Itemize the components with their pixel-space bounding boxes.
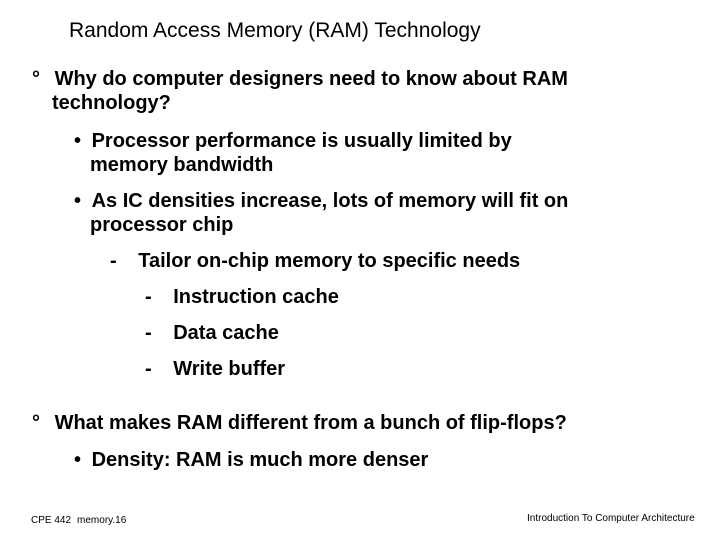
bullet-l1: ° Why do computer designers need to know…	[32, 68, 568, 91]
bullet-l1: ° What makes RAM different from a bunch …	[32, 412, 567, 435]
footer-slide-id: memory.16	[77, 515, 127, 526]
bullet-l1-continuation: technology?	[52, 92, 171, 115]
bullet-text: Instruction cache	[173, 286, 339, 308]
footer-left: CPE 442 memory.16	[31, 515, 126, 526]
dot-bullet-icon: •	[74, 190, 82, 212]
bullet-l3: - Tailor on-chip memory to specific need…	[110, 250, 520, 273]
bullet-text: Write buffer	[173, 358, 286, 380]
bullet-text: Processor performance is usually limited…	[91, 130, 512, 152]
dash-bullet-icon: -	[145, 322, 152, 344]
bullet-text: Data cache	[173, 322, 279, 344]
dot-bullet-icon: •	[74, 130, 82, 152]
bullet-l4: - Data cache	[145, 322, 279, 345]
bullet-l2: • Density: RAM is much more denser	[74, 449, 428, 472]
dot-bullet-icon: •	[74, 449, 82, 471]
bullet-l2: • Processor performance is usually limit…	[74, 130, 512, 153]
bullet-l4: - Write buffer	[145, 358, 285, 381]
bullet-text: memory bandwidth	[90, 154, 274, 176]
bullet-text: Tailor on-chip memory to specific needs	[138, 250, 521, 272]
bullet-text: Density: RAM is much more denser	[91, 449, 429, 471]
bullet-text: What makes RAM different from a bunch of…	[54, 412, 567, 434]
footer-right: Introduction To Computer Architecture	[527, 513, 695, 524]
bullet-text: Why do computer designers need to know a…	[54, 68, 568, 90]
bullet-text: technology?	[52, 92, 171, 114]
dash-bullet-icon: -	[145, 286, 152, 308]
bullet-l4: - Instruction cache	[145, 286, 339, 309]
slide-title: Random Access Memory (RAM) Technology	[69, 19, 481, 42]
degree-bullet-icon: °	[32, 412, 40, 434]
dash-bullet-icon: -	[110, 250, 117, 272]
bullet-l2: • As IC densities increase, lots of memo…	[74, 190, 568, 213]
bullet-text: processor chip	[90, 214, 234, 236]
bullet-l2-continuation: memory bandwidth	[90, 154, 273, 177]
dash-bullet-icon: -	[145, 358, 152, 380]
footer-course: CPE 442	[31, 515, 72, 526]
degree-bullet-icon: °	[32, 68, 40, 90]
bullet-l2-continuation: processor chip	[90, 214, 233, 237]
bullet-text: As IC densities increase, lots of memory…	[91, 190, 569, 212]
